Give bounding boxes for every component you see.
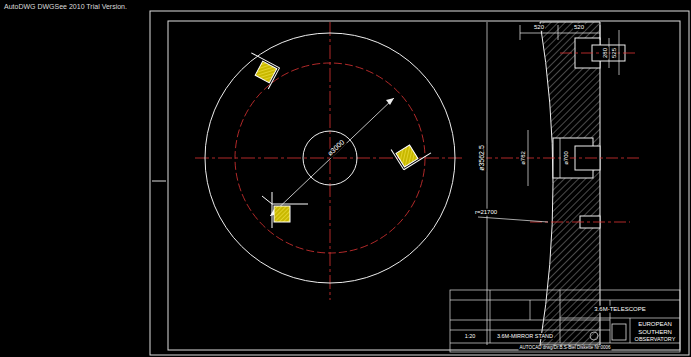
dimension-label: 1:20 [464, 333, 477, 339]
dimension-label: AUTOCAD drwg/Dr.B.S-Biel Diskette Nr:000… [519, 346, 612, 351]
dimension-label: r=21700 [474, 209, 498, 216]
dimension-label: 3.6M-TELESCOPE [593, 306, 646, 313]
dimension-label: ø3000 [325, 138, 346, 159]
dimension-label: ø782 [520, 150, 527, 166]
dimension-label: 3.6M-MIRROR STAND [496, 333, 554, 339]
dimension-label: 520 [573, 24, 585, 31]
dimension-label: ø700 [563, 150, 570, 166]
dimension-label: EUROPEAN [637, 321, 673, 328]
watermark: AutoDWG DWGSee 2010 Trial Version. [3, 3, 128, 11]
dimension-label: OBSERVATORY [634, 336, 677, 342]
dimension-label: 520 [533, 24, 545, 31]
dimension-label: ø3562.5 [478, 144, 486, 172]
dimension-label: 280 [602, 47, 609, 59]
dimension-label: 525 [611, 47, 618, 59]
dimension-label: SOUTHERN [637, 329, 673, 336]
